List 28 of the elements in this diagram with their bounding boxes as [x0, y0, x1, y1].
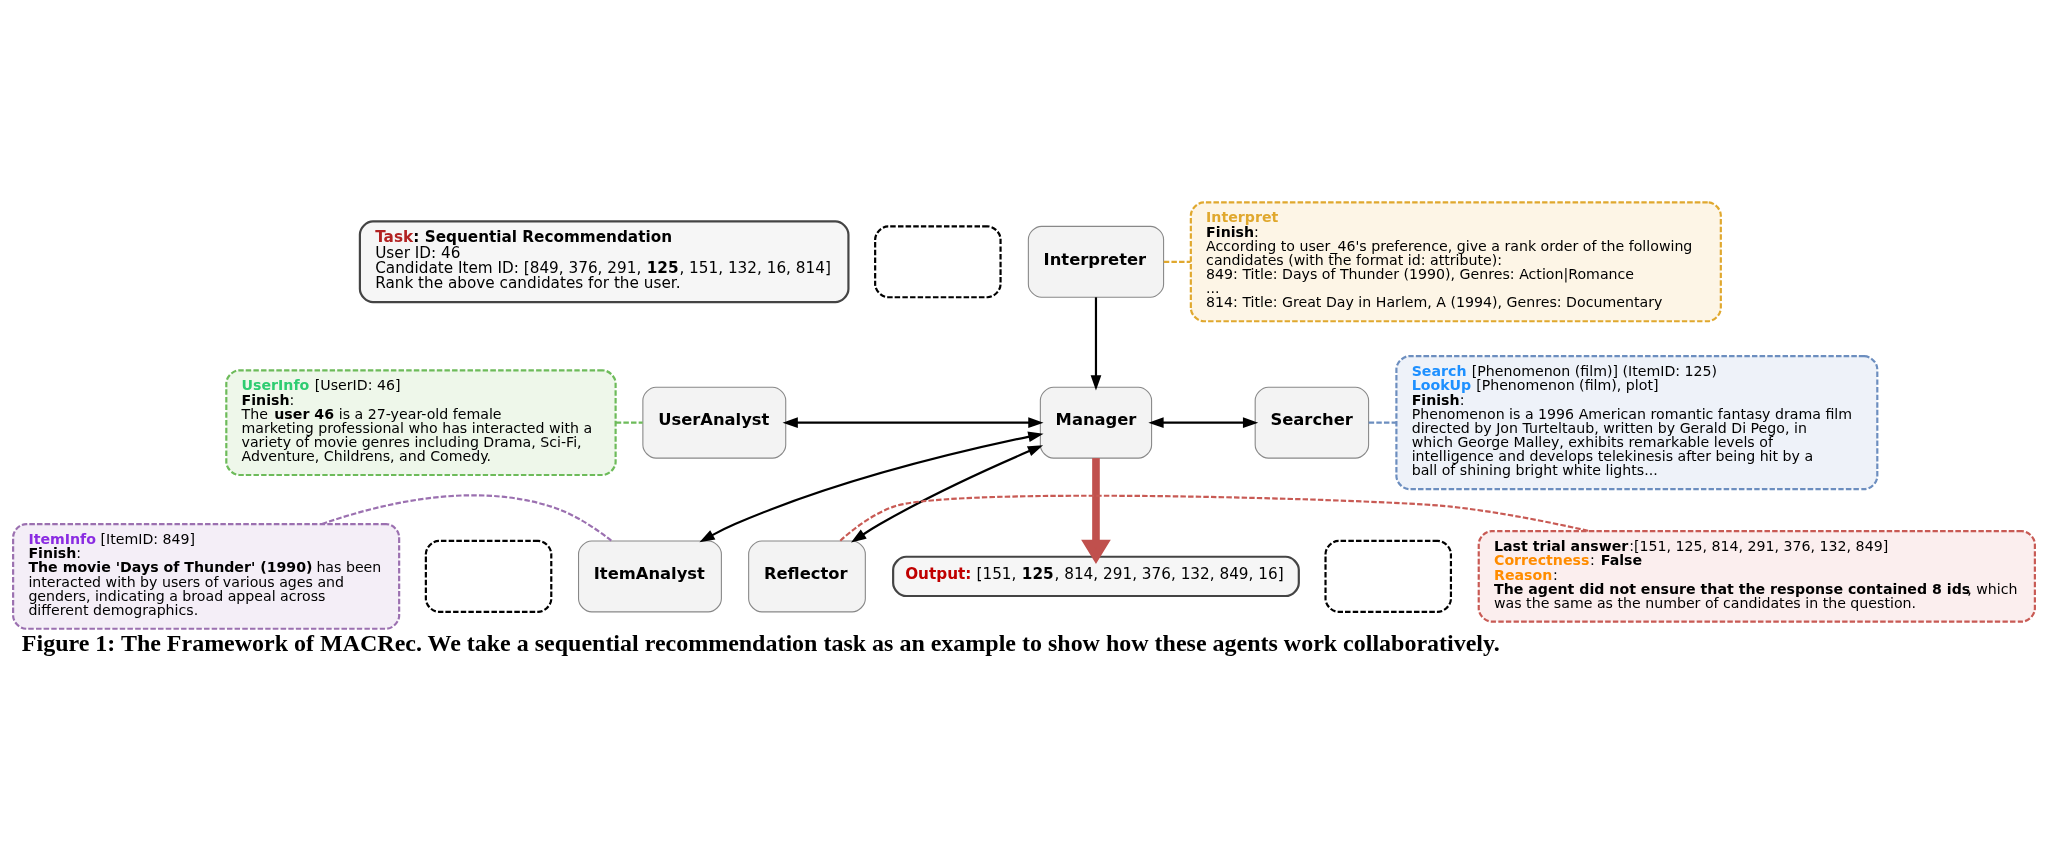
node-box: Interpret Finish: According to user_46's preference, give a rank order of the following candidates (with the format id: attribute): 849: Title: Days of Thunder (1990), Genres: Action|Romance ... 814: Title: Great Day in Harlem, A (1994), Genres: Documentary	[1189, 201, 1722, 323]
connector	[1368, 421, 1396, 424]
connector	[839, 494, 1590, 542]
node-box	[874, 225, 1002, 299]
arrow	[851, 445, 1044, 543]
caption: Figure 1: The Framework of MACRec. We take a sequential recommendation task as an example to show how these agents work collaboratively.	[21, 630, 1500, 657]
connector	[1163, 260, 1191, 263]
arrow	[1081, 458, 1111, 565]
node-box	[424, 539, 553, 613]
node-box: Search [Phenomenon (film)] (ItemID: 125) LookUp [Phenomenon (film), plot] Finish: Phenomenon is a 1996 American romantic fantasy drama film directed by Jon Turteltaub, written by Gerald Di Pego, in which George Malley, exhibits remarkable levels of intelligence and develops telekinesis after being hit by a ball of shining bright white lights...	[1395, 355, 1879, 491]
arrow	[699, 431, 1044, 543]
connector	[321, 494, 612, 542]
arrow	[1090, 297, 1102, 391]
node-box: ItemInfo [ItemID: 849] Finish: The movie 'Days of Thunder' (1990) has been interacted with by users of various ages and genders, indicating a broad appeal across different demographics.	[12, 522, 401, 630]
node-box: ItemAnalyst	[578, 540, 722, 613]
node-box: UserAnalyst	[642, 386, 787, 459]
node-box: Last trial answer:[151, 125, 814, 291, 376, 132, 849] Correctness: False Reason: The agent did not ensure that the response contained 8 ids, which was the same as the number of candidates in the question.	[1477, 530, 2036, 623]
node-box	[1324, 539, 1452, 613]
node-box: Interpreter	[1027, 225, 1165, 298]
node-box: Searcher	[1254, 386, 1370, 459]
node-box: UserInfo [UserID: 46] Finish: The user 46 is a 27-year-old female marketing professional who has interacted with a variety of movie genres including Drama, Sci-Fi, Adventure, Childrens, and Comedy.	[225, 369, 617, 477]
arrow	[1148, 417, 1259, 428]
node-box: Manager	[1039, 386, 1153, 459]
arrow	[782, 417, 1044, 428]
node-box: Reflector	[748, 540, 866, 613]
node-box: Output: [151, 125, 814, 291, 376, 132, 849, 16]	[892, 555, 1300, 598]
node-box: Task: Sequential Recommendation User ID: 46 Candidate Item ID: [849, 376, 291, 125, 151, 132, 16, 814] Rank the above candidates for the user.	[358, 220, 850, 304]
connector	[615, 421, 643, 424]
